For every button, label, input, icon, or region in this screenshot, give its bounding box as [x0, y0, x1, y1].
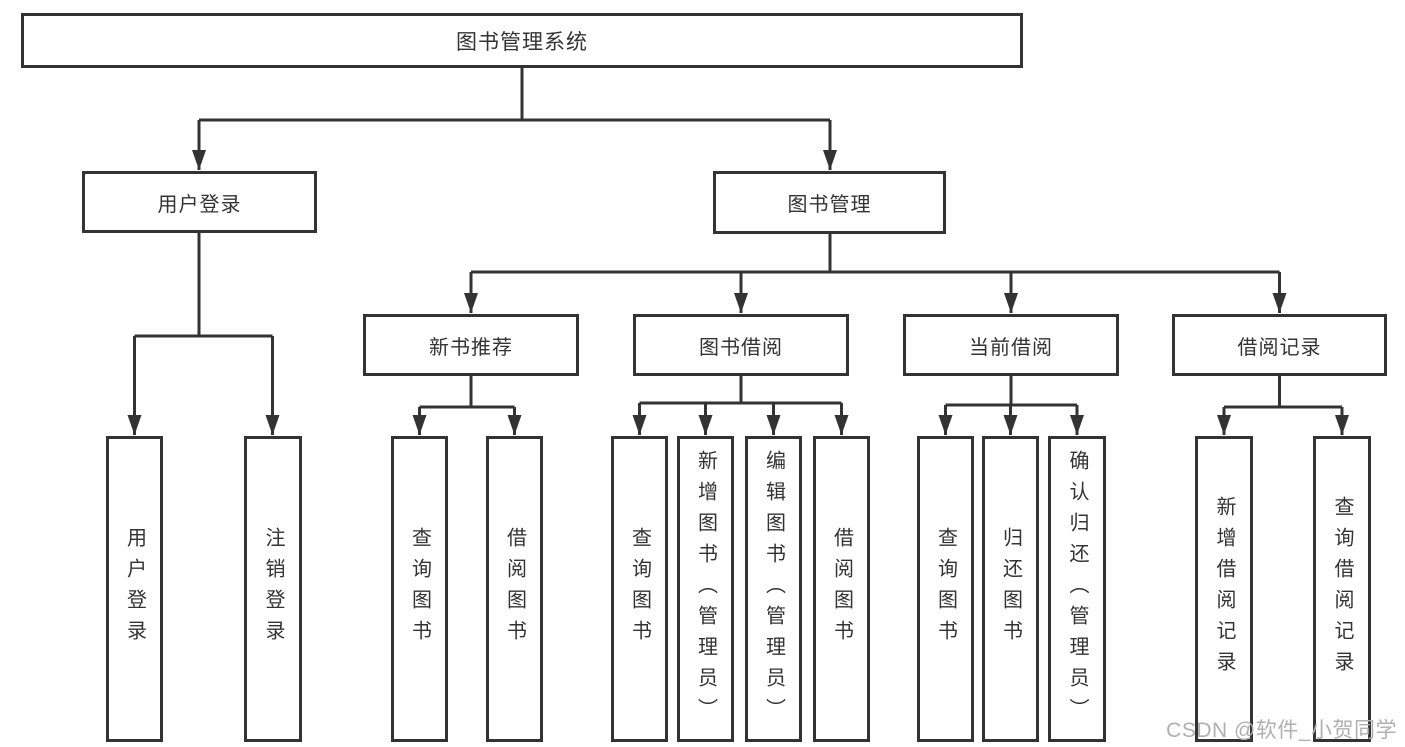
leaf-logout-label: 注销登录	[262, 527, 284, 651]
leaf-query-books-3: 查询图书	[917, 436, 974, 742]
node-book-borrowing-label: 图书借阅	[699, 336, 783, 359]
leaf-query-books-2-label: 查询图书	[628, 527, 651, 651]
node-new-book-recommendation: 新书推荐	[363, 314, 579, 376]
leaf-query-books-1-label: 查询图书	[408, 527, 431, 651]
node-borrowing-records-label: 借阅记录	[1237, 336, 1322, 359]
node-borrowing-records: 借阅记录	[1172, 314, 1387, 376]
leaf-edit-book-admin: 编辑图书（管理员）	[745, 436, 802, 742]
node-new-book-recommendation-label: 新书推荐	[429, 336, 513, 359]
leaf-user-login: 用户登录	[106, 436, 163, 742]
leaf-borrow-books-1-label: 借阅图书	[503, 527, 526, 651]
leaf-add-book-admin: 新增图书（管理员）	[677, 436, 734, 742]
leaf-edit-book-admin-label: 编辑图书（管理员）	[762, 449, 785, 729]
node-user-login: 用户登录	[82, 171, 317, 233]
leaf-return-book: 归还图书	[982, 436, 1039, 742]
node-library-management-system: 图书管理系统	[21, 13, 1023, 68]
node-user-login-label: 用户登录	[157, 193, 242, 216]
leaf-user-login-label: 用户登录	[123, 527, 146, 651]
leaf-borrow-books-2: 借阅图书	[813, 436, 870, 742]
node-book-management-label: 图书管理	[787, 194, 872, 216]
node-book-management: 图书管理	[713, 171, 946, 234]
leaf-query-books-3-label: 查询图书	[934, 527, 957, 651]
node-current-borrowing-label: 当前借阅	[969, 336, 1053, 359]
leaf-confirm-return-admin: 确认归还（管理员）	[1048, 436, 1106, 742]
node-library-management-system-label: 图书管理系统	[456, 30, 588, 54]
leaf-borrow-books-2-label: 借阅图书	[830, 527, 853, 651]
leaf-query-borrow-record: 查询借阅记录	[1313, 436, 1371, 742]
node-book-borrowing: 图书借阅	[633, 314, 849, 376]
watermark-csdn: CSDN @软件_小贺同学	[1166, 719, 1397, 742]
leaf-query-borrow-record-label: 查询借阅记录	[1331, 496, 1353, 682]
leaf-add-book-admin-label: 新增图书（管理员）	[694, 449, 717, 729]
leaf-logout: 注销登录	[244, 436, 302, 742]
leaf-confirm-return-admin-label: 确认归还（管理员）	[1066, 449, 1088, 729]
node-current-borrowing: 当前借阅	[903, 314, 1119, 376]
leaf-query-books-1: 查询图书	[391, 436, 448, 742]
leaf-borrow-books-1: 借阅图书	[486, 436, 543, 742]
leaf-return-book-label: 归还图书	[999, 527, 1022, 651]
leaf-add-borrow-record-label: 新增借阅记录	[1213, 496, 1235, 682]
leaf-query-books-2: 查询图书	[611, 436, 668, 742]
leaf-add-borrow-record: 新增借阅记录	[1195, 436, 1253, 742]
